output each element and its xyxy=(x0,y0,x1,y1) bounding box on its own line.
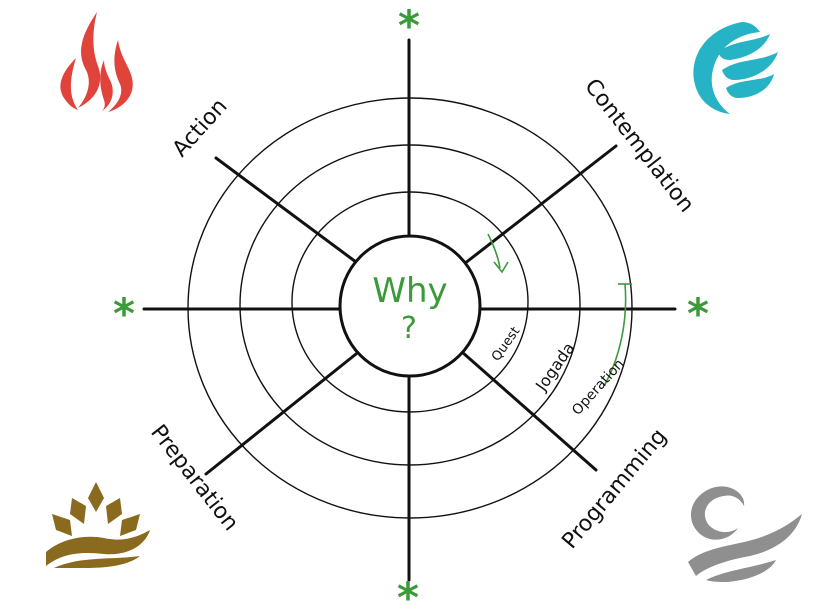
water-icon xyxy=(693,22,778,114)
label-preparation: Preparation xyxy=(145,420,243,536)
fire-icon xyxy=(60,12,133,112)
axes xyxy=(142,38,677,582)
axis-top-right xyxy=(462,144,618,266)
spiral-arrow xyxy=(487,233,632,387)
ring-label-operation: Operation xyxy=(569,356,628,418)
label-programming: Programming xyxy=(557,424,671,554)
axis-bottom-left xyxy=(204,352,358,476)
star-bottom-icon: * xyxy=(397,573,419,604)
star-right-icon: * xyxy=(687,289,709,338)
air-icon xyxy=(688,486,802,582)
axis-bottom-right xyxy=(460,350,598,472)
ring-label-quest: Quest xyxy=(489,324,523,364)
center-question-mark: ? xyxy=(401,311,417,346)
star-top-icon: * xyxy=(398,1,420,50)
center-circle xyxy=(338,234,482,378)
earth-icon xyxy=(46,482,150,568)
stars: * * * * xyxy=(113,1,709,604)
label-action: Action xyxy=(168,94,233,162)
ring-label-jogada: Jogada xyxy=(531,339,578,395)
star-left-icon: * xyxy=(113,289,135,338)
axis-top-left xyxy=(214,156,358,264)
center-title: Why xyxy=(372,271,447,311)
